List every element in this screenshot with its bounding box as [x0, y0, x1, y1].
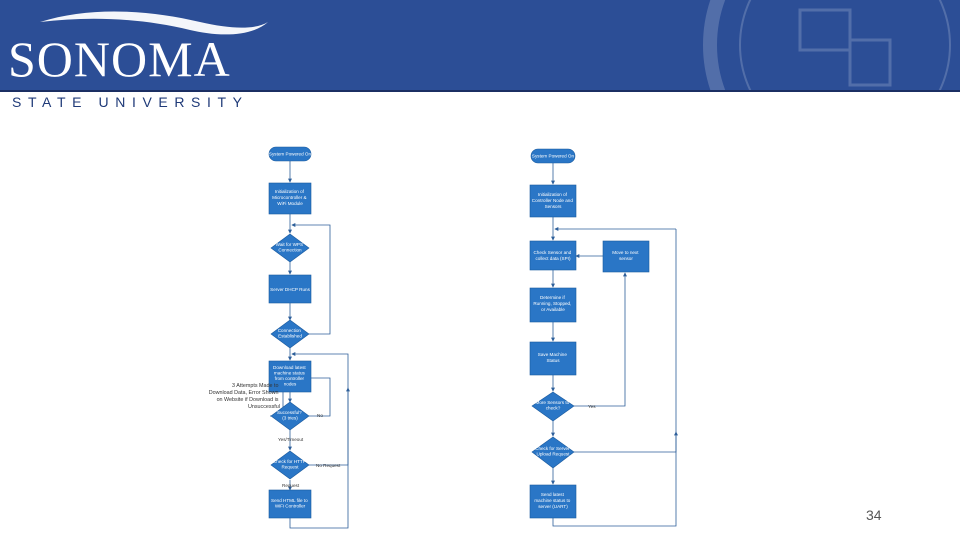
node-init-right-label: Initialization of Controller Node and Se… — [532, 192, 574, 209]
node-successful — [270, 401, 310, 431]
edge-label-no-request: No Request — [316, 463, 341, 468]
logo-subtitle: STATE UNIVERSITY — [12, 94, 249, 110]
flowchart-left-nodes: System Powered On Initialization of Micr… — [209, 146, 341, 519]
logo-wordmark: SONOMA — [8, 31, 231, 87]
node-check-sensor-label: Check Sensor and collect data (SPI) — [533, 250, 572, 261]
node-send-latest-label: Send latest machine status to server (UA… — [534, 492, 571, 509]
flowchart-right — [551, 163, 678, 527]
node-determine-label: Determine if Running, Stopped, or Availa… — [533, 295, 572, 312]
node-determine — [529, 287, 577, 323]
note-attempts: 3 Attempts Made to Download Data, Error … — [209, 383, 280, 410]
node-init-left-label: Initialization of Microcontroller & WiFi… — [272, 189, 308, 206]
node-conn-established-label: Connection Established — [278, 328, 303, 339]
node-init-right — [529, 184, 577, 218]
node-more-sensors-label: More Sensors to check? — [536, 400, 571, 411]
banner-divider — [0, 90, 960, 92]
node-successful-label: Successful? (3 tries) — [277, 410, 303, 421]
banner-decor — [40, 0, 951, 90]
edge-http-norequest — [309, 387, 350, 466]
edge-r-send-loop — [552, 431, 678, 527]
node-start-left-label: System Powered On — [269, 152, 312, 157]
node-download — [268, 360, 312, 393]
logo-swoosh — [40, 11, 268, 35]
node-start-right — [530, 148, 576, 164]
node-check-http-label: Check for HTTP Request — [273, 459, 307, 470]
node-send-html-label: Send HTML file to WiFi Controller — [271, 498, 309, 509]
node-start-left — [268, 146, 312, 162]
flowchart-right-nodes: System Powered On Initialization of Cont… — [529, 148, 650, 519]
node-conn-established — [270, 319, 310, 349]
node-check-upload-label: Check for Server Upload Request — [535, 446, 571, 457]
node-check-sensor — [529, 240, 577, 271]
node-download-label: Download latest machine status from cont… — [273, 365, 307, 387]
flowchart-left — [270, 161, 350, 529]
node-save-status-label: Save Machine Status — [538, 352, 568, 363]
node-dhcp-label: Server DHCP Runs — [270, 287, 310, 292]
node-wait-wps-label: Wait for WPS Connection — [276, 242, 305, 253]
university-seal — [703, 0, 951, 90]
edge-label-yes-timeout: Yes/Timeout — [278, 437, 304, 442]
edge-label-yes: Yes — [588, 404, 596, 409]
edge-conn-no-loop — [291, 223, 331, 335]
header-banner: SONOMA — [0, 0, 960, 90]
edge-r-yes-move — [574, 272, 627, 407]
node-move-next — [602, 240, 650, 273]
node-init-left — [268, 182, 312, 215]
edge-send-loop — [289, 352, 349, 529]
node-start-right-label: System Powered On — [532, 154, 575, 159]
edge-label-request: Request — [282, 483, 300, 488]
node-send-html — [268, 489, 312, 519]
node-dhcp — [268, 274, 312, 304]
node-check-http — [270, 450, 310, 480]
node-save-status — [529, 341, 577, 376]
node-check-upload — [531, 436, 575, 469]
slide-number: 34 — [866, 507, 882, 523]
node-send-latest — [529, 484, 577, 519]
node-move-next-label: Move to next sensor — [612, 250, 640, 261]
edge-label-no: No — [317, 413, 323, 418]
node-more-sensors — [531, 391, 575, 422]
node-wait-wps — [270, 233, 310, 263]
